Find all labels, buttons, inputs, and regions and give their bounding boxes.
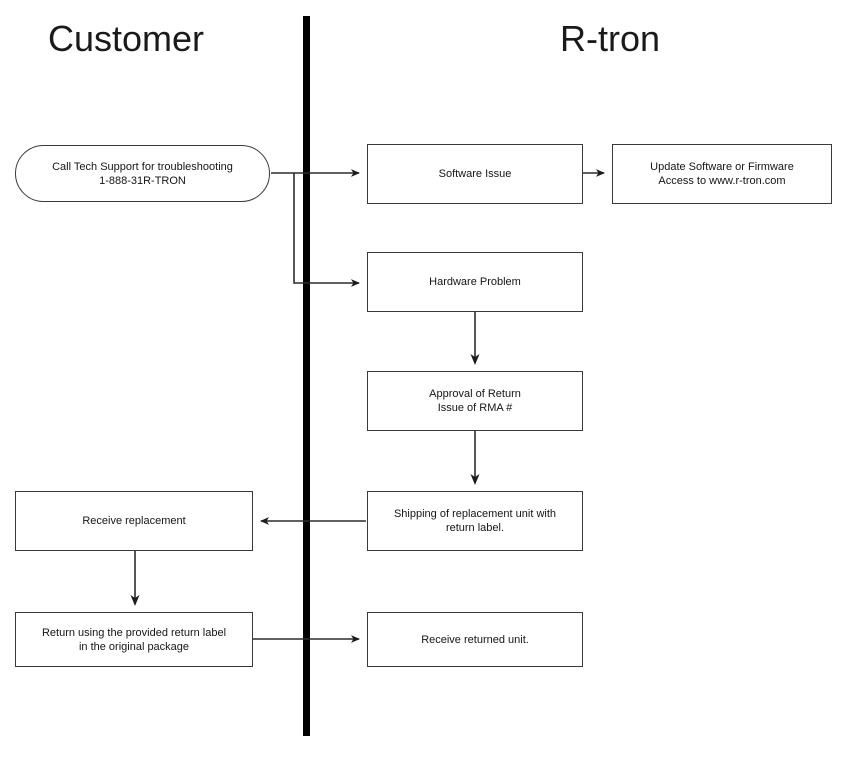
node-receive-replacement[interactable]: Receive replacement	[15, 491, 253, 551]
node-return-using-label-label: Return using the provided return label i…	[41, 626, 227, 653]
node-call-tech-support-label: Call Tech Support for troubleshooting 1-…	[52, 160, 233, 187]
lane-title-rtron: R-tron	[560, 18, 661, 59]
node-approval-of-return-label: Approval of Return Issue of RMA #	[429, 388, 521, 414]
node-receive-returned-unit[interactable]: Receive returned unit.	[367, 612, 583, 667]
node-update-software-firmware[interactable]: Update Software or Firmware Access to ww…	[612, 144, 832, 204]
node-return-using-label[interactable]: Return using the provided return label i…	[15, 612, 253, 667]
node-receive-returned-unit-label: Receive returned unit.	[421, 633, 529, 646]
node-update-software-firmware-label: Update Software or Firmware Access to ww…	[650, 161, 794, 187]
node-approval-of-return[interactable]: Approval of Return Issue of RMA #	[367, 371, 583, 431]
lane-title-customer: Customer	[48, 18, 205, 59]
node-hardware-problem[interactable]: Hardware Problem	[367, 252, 583, 312]
node-call-tech-support[interactable]: Call Tech Support for troubleshooting 1-…	[15, 145, 270, 202]
node-shipping-replacement-unit-label: Shipping of replacement unit with return…	[393, 508, 557, 534]
node-hardware-problem-label: Hardware Problem	[429, 276, 521, 288]
node-shipping-replacement-unit[interactable]: Shipping of replacement unit with return…	[367, 491, 583, 551]
node-software-issue-label: Software Issue	[438, 168, 512, 180]
swimlane-divider	[303, 16, 310, 736]
node-receive-replacement-label: Receive replacement	[82, 515, 186, 527]
node-software-issue[interactable]: Software Issue	[367, 144, 583, 204]
